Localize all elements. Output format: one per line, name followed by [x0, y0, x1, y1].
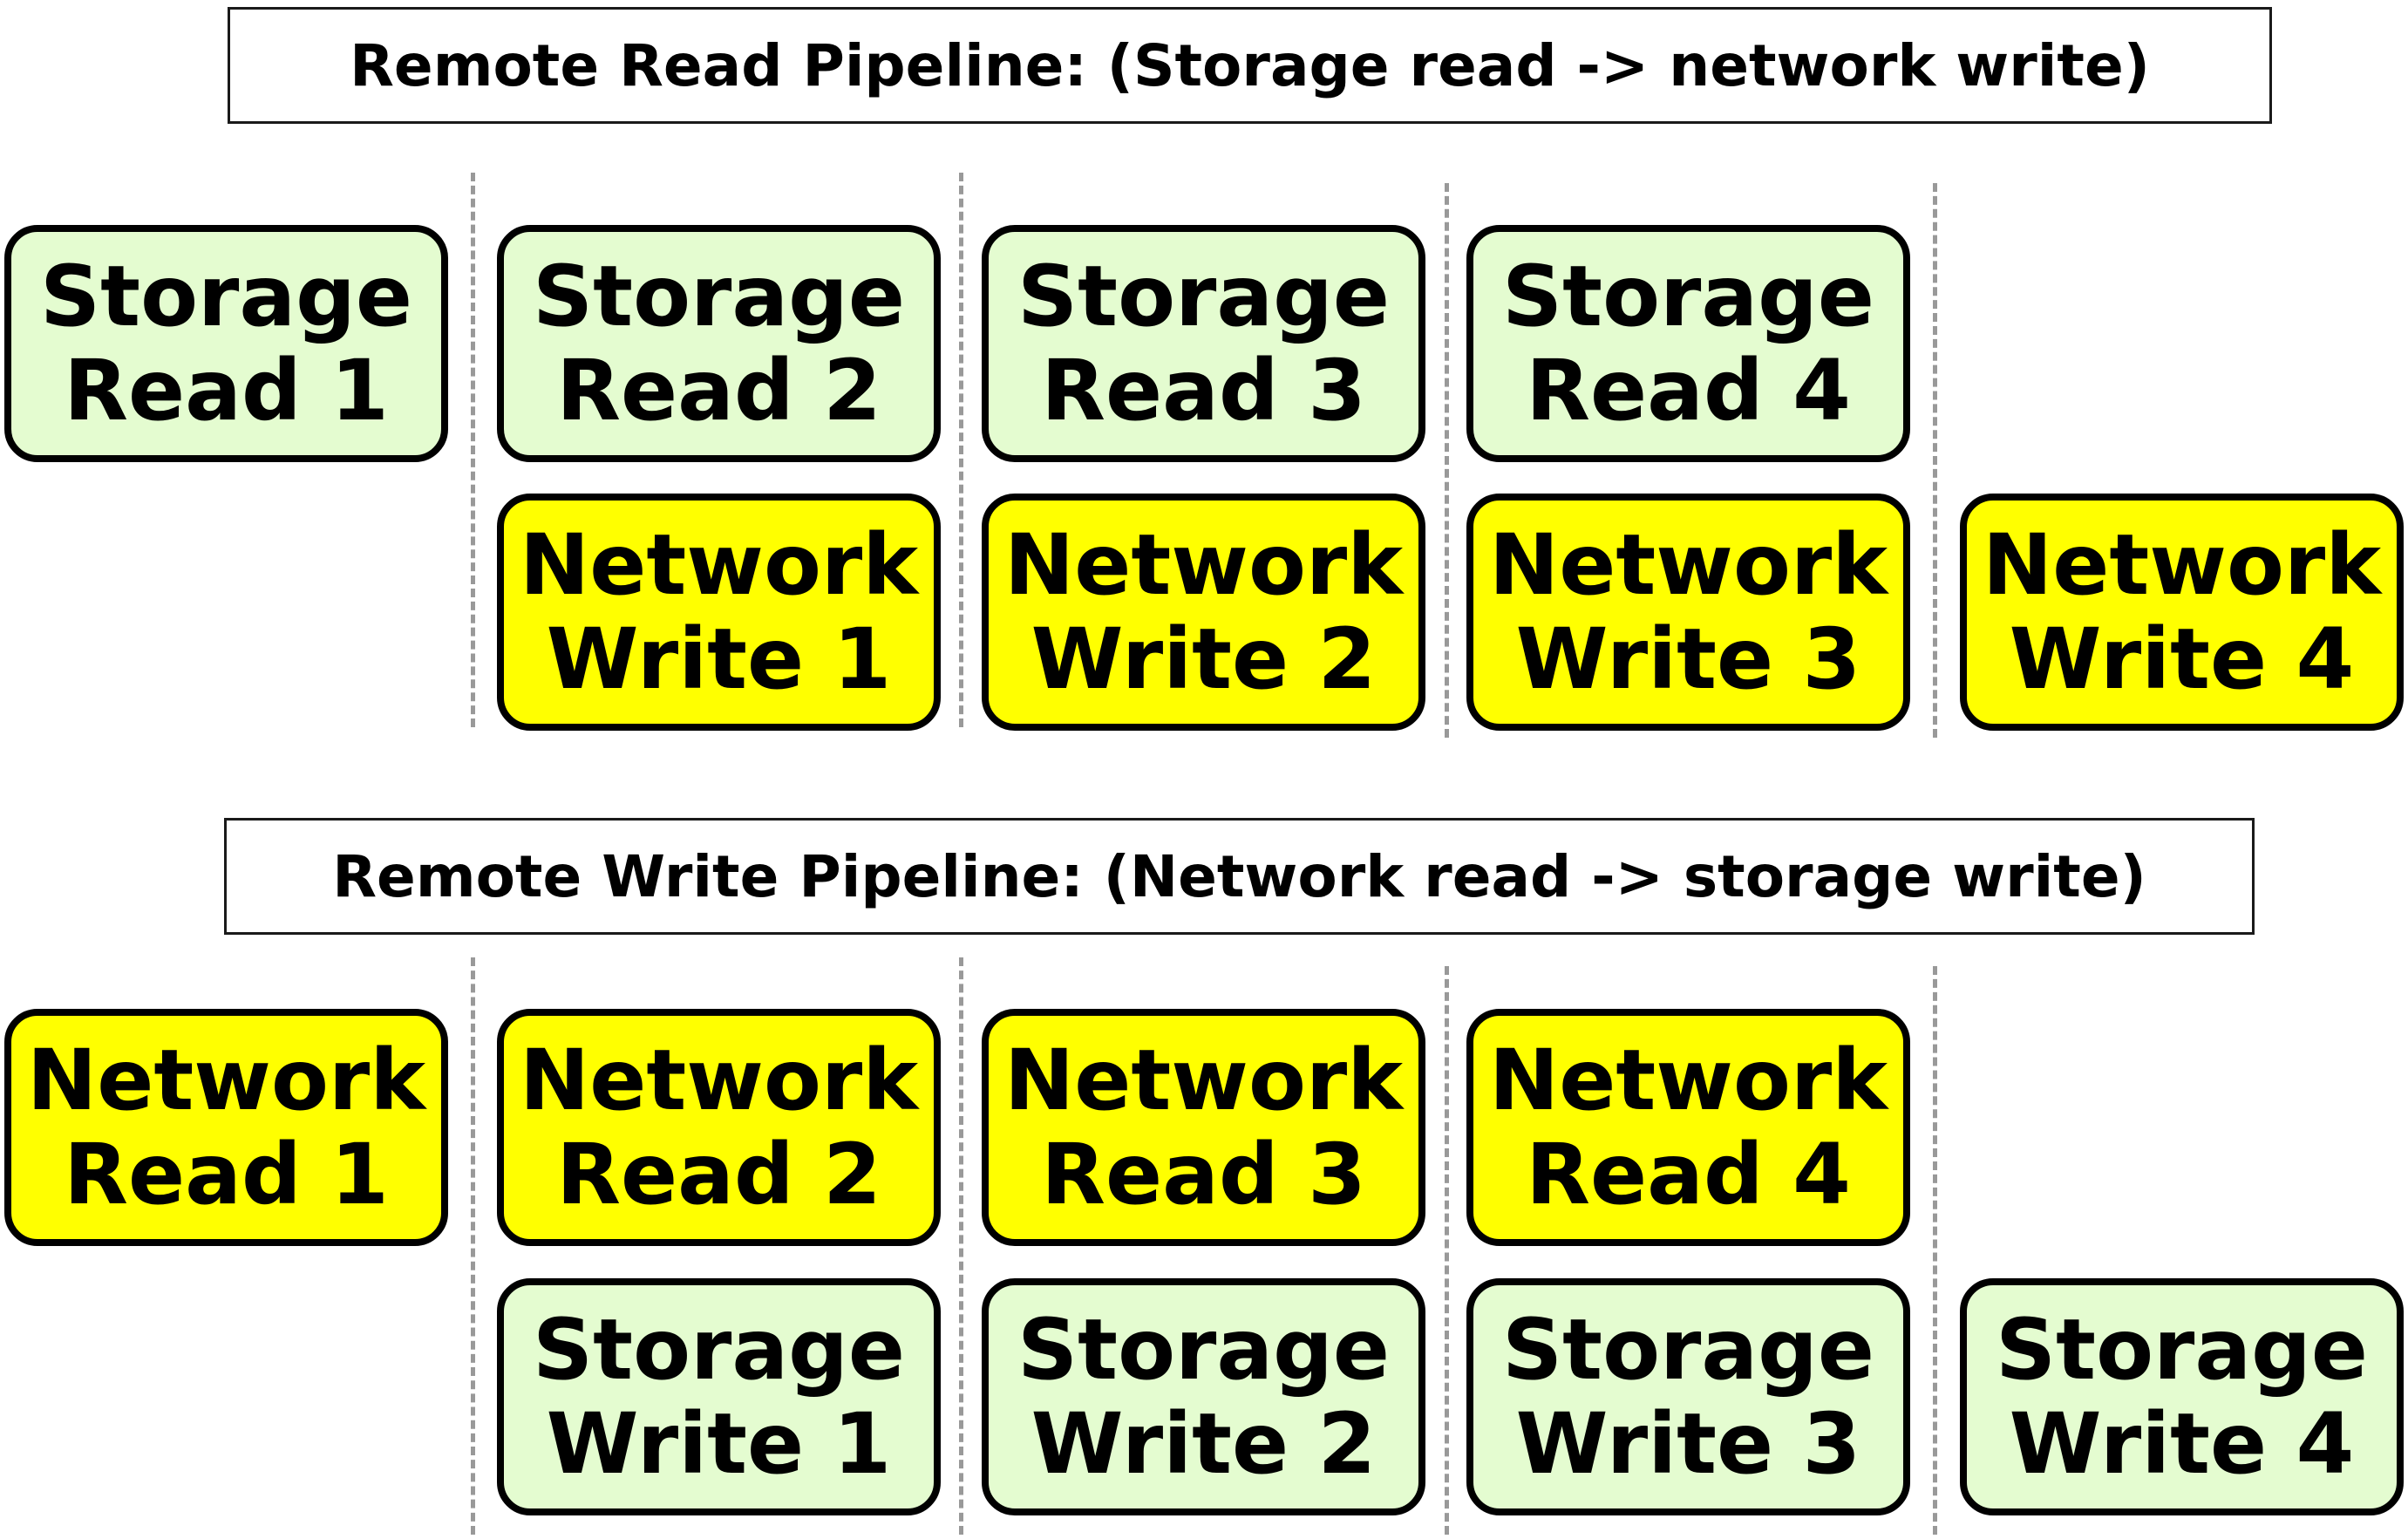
network-write-4-box: Network Write 4: [1960, 494, 2404, 731]
read-pipeline-title: Remote Read Pipeline: (Storage read -> n…: [228, 7, 2272, 124]
stage-line2: Write 4: [2009, 610, 2355, 708]
stage-line1: Storage: [40, 248, 412, 345]
stage-line2: Read 1: [64, 1126, 389, 1223]
storage-read-3-box: Storage Read 3: [982, 225, 1425, 462]
stage-line2: Read 3: [1041, 342, 1366, 439]
read-stage-divider-1: [471, 173, 475, 727]
stage-line1: Network: [1982, 516, 2382, 614]
stage-line1: Network: [519, 1032, 919, 1129]
read-stage-divider-4: [1933, 183, 1937, 738]
storage-read-4-box: Storage Read 4: [1466, 225, 1910, 462]
stage-line2: Read 1: [64, 342, 389, 439]
network-write-1-box: Network Write 1: [497, 494, 941, 731]
stage-line1: Network: [1488, 516, 1888, 614]
storage-write-3-box: Storage Write 3: [1466, 1278, 1910, 1515]
stage-line2: Read 3: [1041, 1126, 1366, 1223]
write-stage-divider-1: [471, 957, 475, 1535]
stage-line1: Storage: [533, 248, 905, 345]
stage-line1: Network: [1488, 1032, 1888, 1129]
stage-line1: Storage: [1017, 248, 1390, 345]
network-read-1-box: Network Read 1: [4, 1009, 448, 1246]
write-pipeline-title: Remote Write Pipeline: (Network read -> …: [224, 818, 2255, 935]
stage-line2: Write 2: [1031, 610, 1377, 708]
read-stage-divider-2: [959, 173, 963, 727]
stage-line1: Network: [1003, 1032, 1404, 1129]
stage-line2: Read 4: [1526, 342, 1851, 439]
storage-write-2-box: Storage Write 2: [982, 1278, 1425, 1515]
write-stage-divider-3: [1445, 966, 1449, 1535]
stage-line2: Write 2: [1031, 1395, 1377, 1493]
storage-write-4-box: Storage Write 4: [1960, 1278, 2404, 1515]
stage-line1: Storage: [1996, 1301, 2368, 1399]
storage-read-1-box: Storage Read 1: [4, 225, 448, 462]
network-read-4-box: Network Read 4: [1466, 1009, 1910, 1246]
stage-line2: Read 2: [556, 1126, 881, 1223]
network-write-3-box: Network Write 3: [1466, 494, 1910, 731]
stage-line2: Write 4: [2009, 1395, 2355, 1493]
stage-line2: Read 2: [556, 342, 881, 439]
network-read-3-box: Network Read 3: [982, 1009, 1425, 1246]
stage-line1: Storage: [1502, 1301, 1874, 1399]
stage-line2: Write 1: [546, 610, 892, 708]
stage-line1: Storage: [1502, 248, 1874, 345]
write-stage-divider-4: [1933, 966, 1937, 1535]
storage-read-2-box: Storage Read 2: [497, 225, 941, 462]
stage-line2: Write 3: [1515, 1395, 1861, 1493]
network-write-2-box: Network Write 2: [982, 494, 1425, 731]
stage-line2: Write 1: [546, 1395, 892, 1493]
read-stage-divider-3: [1445, 183, 1449, 738]
write-stage-divider-2: [959, 957, 963, 1535]
stage-line1: Network: [519, 516, 919, 614]
stage-line1: Network: [1003, 516, 1404, 614]
stage-line1: Storage: [1017, 1301, 1390, 1399]
stage-line2: Read 4: [1526, 1126, 1851, 1223]
storage-write-1-box: Storage Write 1: [497, 1278, 941, 1515]
network-read-2-box: Network Read 2: [497, 1009, 941, 1246]
stage-line2: Write 3: [1515, 610, 1861, 708]
stage-line1: Storage: [533, 1301, 905, 1399]
stage-line1: Network: [26, 1032, 426, 1129]
